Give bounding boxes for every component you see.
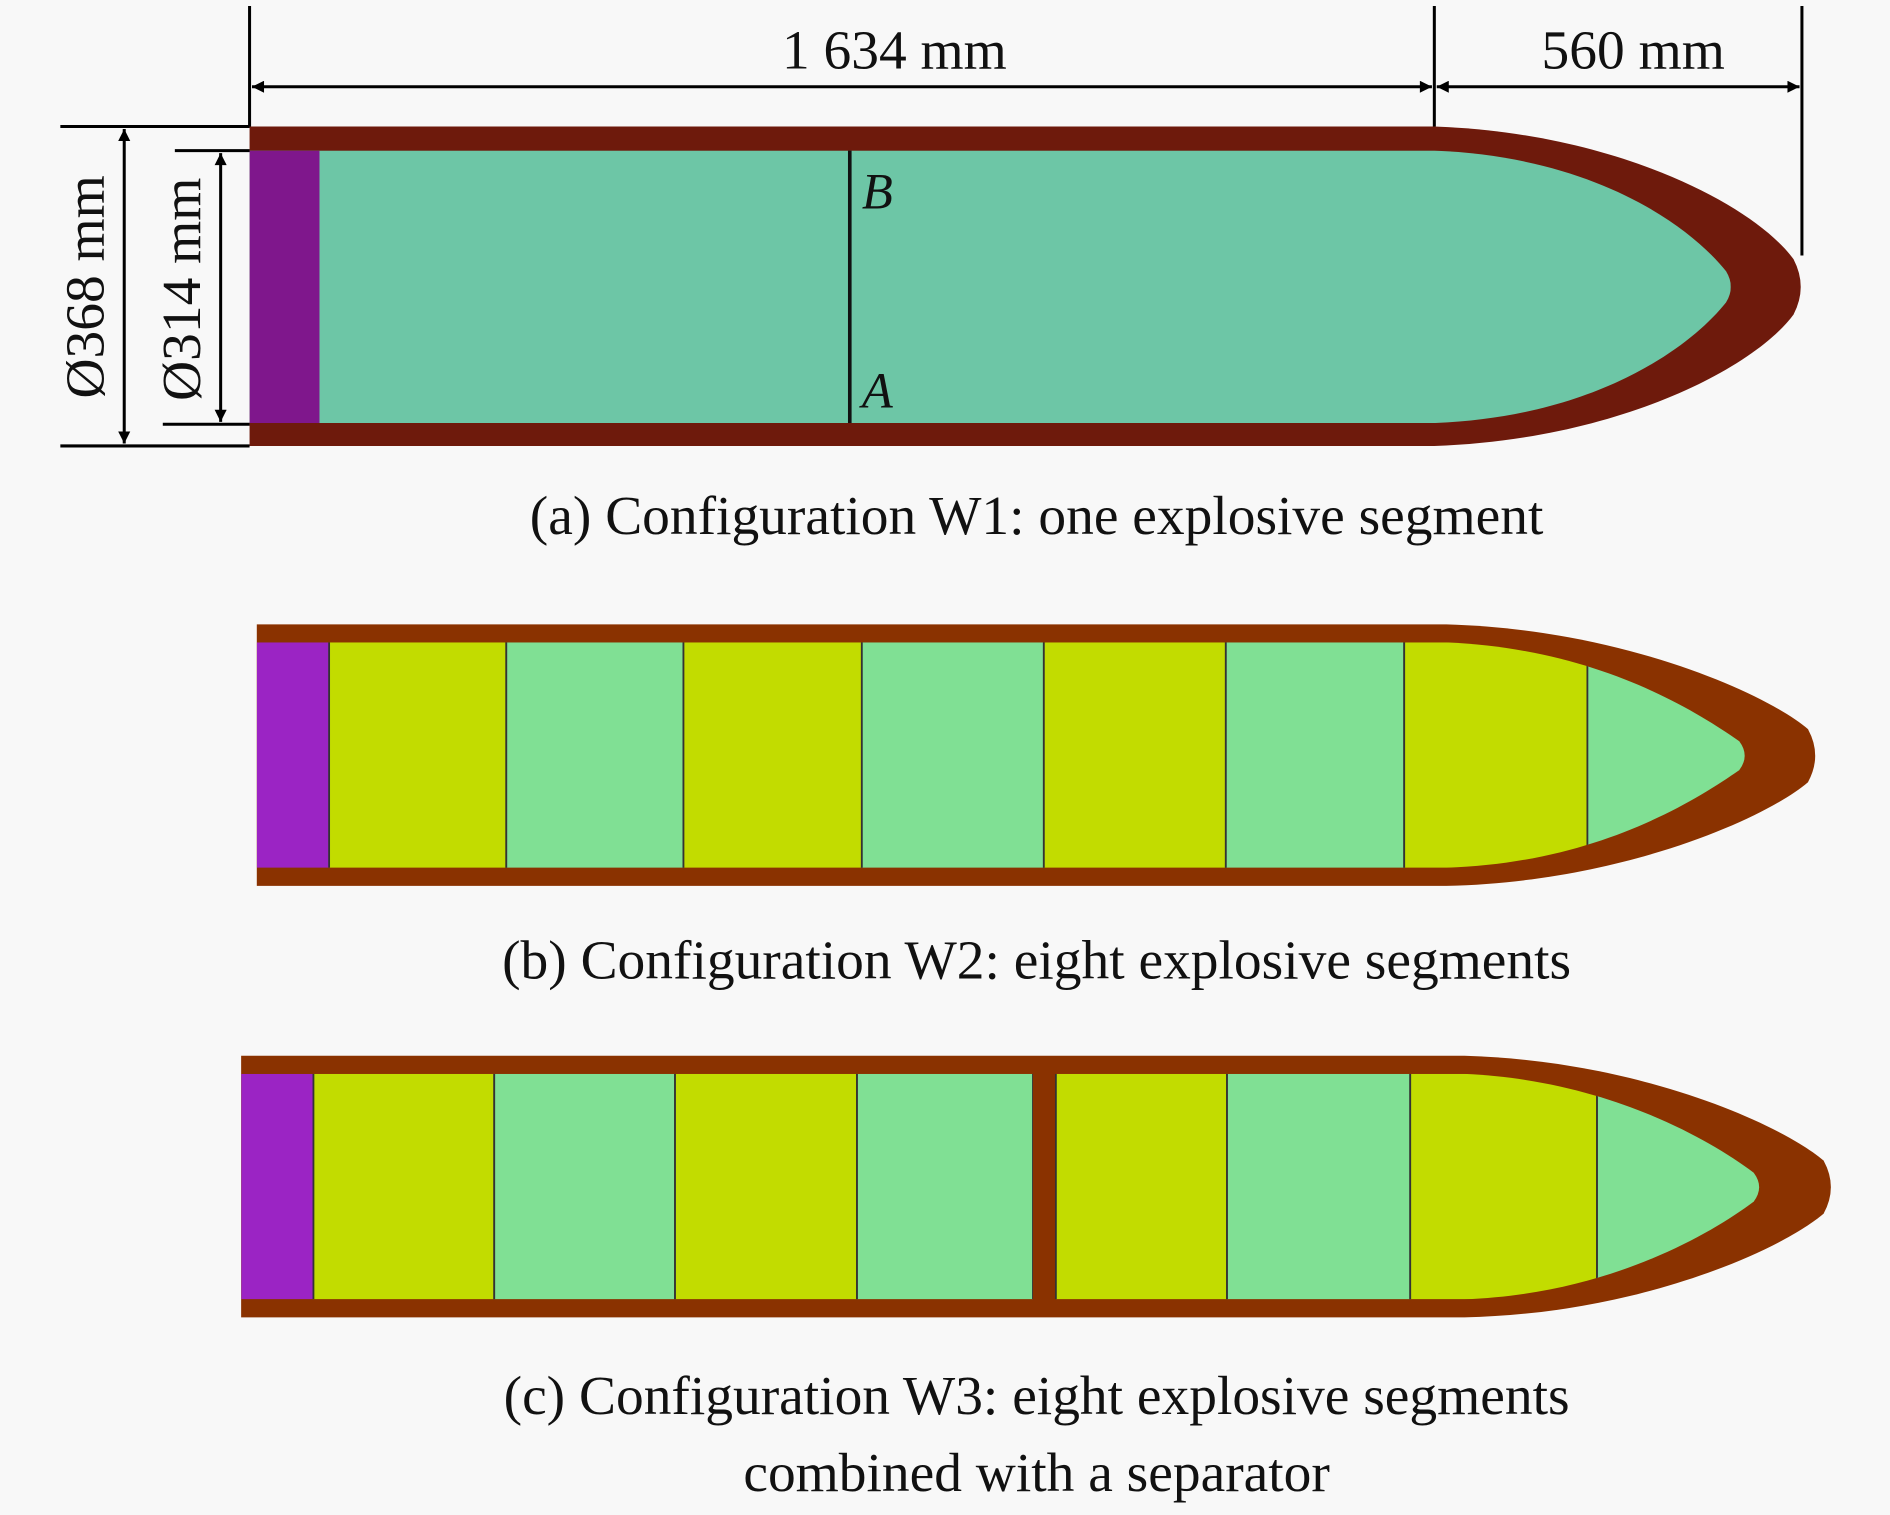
body-length-label: 1 634 mm — [782, 20, 1007, 81]
segment-3 — [682, 642, 863, 868]
outer-diameter-label: Ø368 mm — [55, 175, 116, 398]
dimension-lines — [60, 6, 1804, 448]
segment-6 — [1226, 1073, 1412, 1300]
segment-3 — [674, 1073, 858, 1300]
caption-a: (a) Configuration W1: one explosive segm… — [530, 485, 1544, 546]
point-a-label: A — [859, 362, 894, 418]
segment-7 — [1409, 1073, 1598, 1300]
segment-6 — [1224, 642, 1406, 868]
nose-length-label: 560 mm — [1542, 20, 1725, 81]
segment-4 — [860, 642, 1045, 868]
configuration-w1: B A 1 634 mm 560 mm Ø368 mm Ø314 mm (a) … — [55, 6, 1804, 546]
point-b-label: B — [862, 164, 893, 220]
inner-diameter-label: Ø314 mm — [151, 178, 212, 401]
segment-7 — [1403, 642, 1589, 868]
separator — [1032, 1073, 1056, 1300]
segment-2 — [505, 642, 685, 868]
segment-4 — [856, 1073, 1034, 1300]
configuration-w2: (b) Configuration W2: eight explosive se… — [256, 624, 1816, 991]
booster — [241, 1073, 314, 1300]
segment-5 — [1054, 1073, 1228, 1300]
caption-c-line2: combined with a separator — [743, 1442, 1330, 1503]
segment-2 — [493, 1073, 676, 1300]
segment-5 — [1042, 642, 1227, 868]
caption-c-line1: (c) Configuration W3: eight explosive se… — [504, 1365, 1570, 1426]
caption-b: (b) Configuration W2: eight explosive se… — [502, 930, 1571, 991]
explosive-fill — [249, 150, 1731, 424]
segment-1 — [312, 1073, 496, 1300]
booster — [256, 642, 330, 868]
segment-1 — [328, 642, 508, 868]
configuration-w3: (c) Configuration W3: eight explosive se… — [241, 1055, 1831, 1503]
booster — [249, 150, 320, 424]
